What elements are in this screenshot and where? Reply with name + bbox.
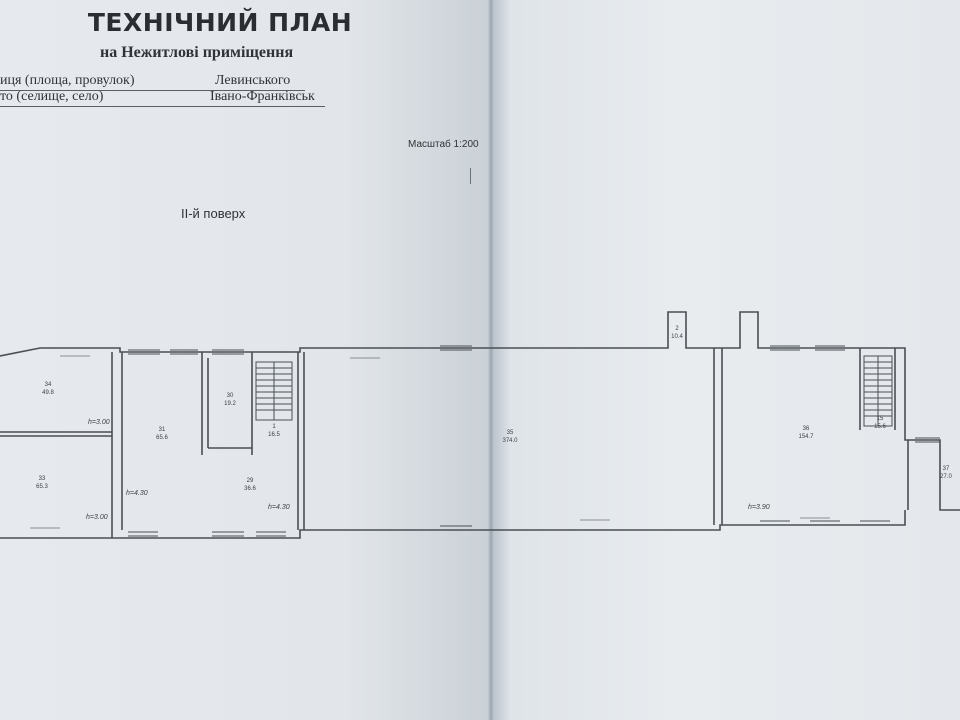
city-row: то (селище, село) Івано-Франківськ [0,89,330,109]
room-area: 65.6 [156,435,168,441]
street-row: иця (площа, провулок) Левинського [0,73,320,93]
room-number: 31 [159,427,166,433]
room-area: 16.5 [268,432,280,438]
scale-label: Масштаб 1:200 [408,139,479,150]
room-area: 15.6 [874,424,886,430]
height-label: h=3.00 [88,419,110,426]
street-value: Левинського [215,73,291,88]
room-area: 49.8 [42,390,54,396]
room-number: 37 [943,466,950,472]
floor-label: ІІ-й поверх [181,206,246,221]
document-title: ТЕХНІЧНИЙ ПЛАН [87,8,353,37]
height-label: h=3.90 [748,504,770,511]
room-area: 19.2 [224,401,236,407]
height-label: h=4.30 [126,490,148,497]
room-number: 1 [272,424,276,430]
street-label: иця (площа, провулок) [0,73,135,88]
windows [128,345,940,537]
right-page [492,0,960,720]
room-number: 33 [39,476,46,482]
room-number: 29 [247,478,254,484]
room-number: 15 [877,416,884,422]
room-area: 27.0 [940,474,952,480]
room-area: 374.0 [502,438,518,444]
room-number: 35 [507,430,514,436]
street-underline [0,90,305,91]
room-area: 65.3 [36,484,48,490]
document-subtitle: на Нежитлові приміщення [100,44,294,61]
room-area: 36.6 [244,486,256,492]
dimension-lines [30,355,830,529]
room-number: 36 [803,426,810,432]
room-area: 10.4 [671,334,683,340]
city-label: то (селище, село) [0,89,104,104]
left-page [0,0,492,720]
room-number: 30 [227,393,234,399]
room-area: 154.7 [798,434,814,440]
binding-mark [470,168,471,184]
stairs-left [255,361,293,421]
city-value: Івано-Франківськ [210,89,315,104]
stairs-right [863,355,893,427]
page-fold [488,0,494,720]
room-number: 34 [45,382,52,388]
outer-wall-bottom [0,510,906,539]
room-number: 2 [675,326,679,332]
height-label: h=3.00 [86,514,108,521]
outer-wall-top [0,311,960,511]
city-underline [0,106,325,107]
height-label: h=4.30 [268,504,290,511]
